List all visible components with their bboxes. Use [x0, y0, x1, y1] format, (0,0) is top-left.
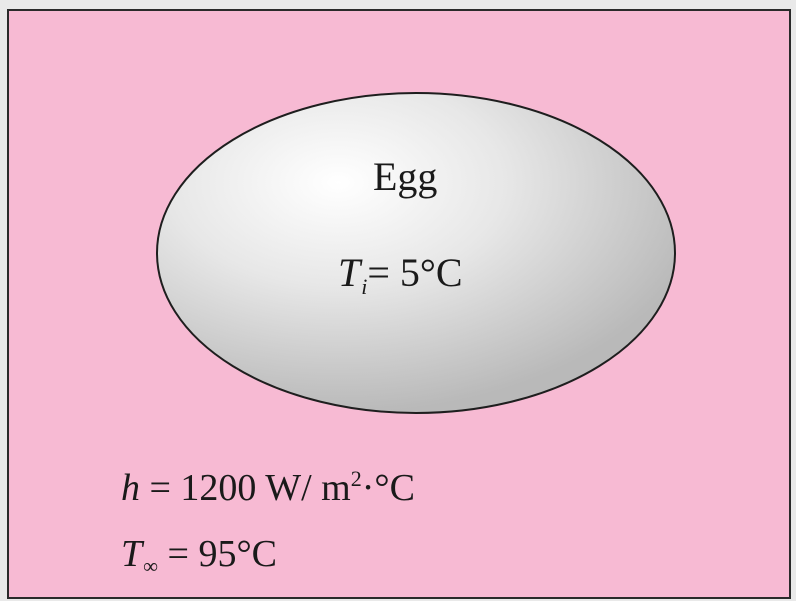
initial-temperature-subscript: i: [361, 274, 367, 299]
heat-transfer-coefficient-value: = 1200 W/ m: [150, 467, 351, 509]
diagram-panel: Egg Ti= 5°C h = 1200 W/ m2·°C T∞ = 95°C: [7, 9, 791, 599]
initial-temperature-label: Ti= 5°C: [338, 253, 463, 293]
egg-label: Egg: [373, 157, 437, 197]
ambient-temperature-value: = 95°C: [168, 533, 277, 575]
heat-transfer-coefficient-exponent: 2: [351, 466, 362, 491]
initial-temperature-symbol: T: [338, 250, 360, 295]
egg-diagram: [9, 11, 793, 601]
ambient-temperature-symbol: T: [121, 533, 142, 575]
ambient-temperature-label: T∞ = 95°C: [121, 535, 277, 573]
heat-transfer-coefficient-symbol: h: [121, 467, 140, 509]
egg-label-text: Egg: [373, 154, 437, 199]
ambient-temperature-subscript: ∞: [143, 554, 158, 578]
heat-transfer-coefficient-unit-tail: ·°C: [362, 467, 415, 509]
heat-transfer-coefficient-label: h = 1200 W/ m2·°C: [121, 469, 415, 507]
initial-temperature-value: = 5°C: [367, 250, 462, 295]
